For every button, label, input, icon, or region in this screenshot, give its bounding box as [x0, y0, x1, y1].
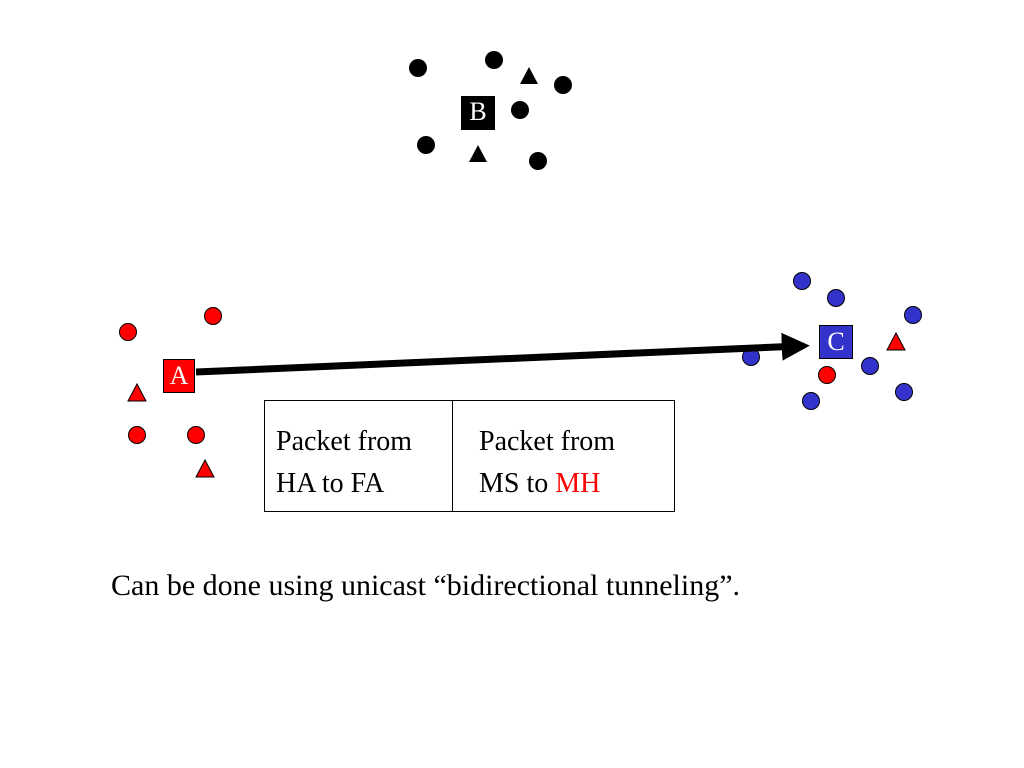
host-node: [417, 136, 435, 154]
host-node: [827, 289, 845, 307]
host-node: [485, 51, 503, 69]
visiting-host-node: [818, 366, 836, 384]
cluster-c: [742, 272, 922, 410]
cluster-a: [119, 307, 222, 478]
inner-packet-destination: MH: [555, 468, 601, 499]
host-node: [511, 101, 529, 119]
host-node: [529, 152, 547, 170]
caption-text: Can be done using unicast “bidirectional…: [111, 569, 741, 602]
host-node: [802, 392, 820, 410]
mobile-host-triangle: [195, 458, 215, 478]
host-node: [409, 59, 427, 77]
inner-packet-line1: Packet from: [479, 426, 616, 457]
node-c-label: C: [819, 325, 853, 359]
host-node: [861, 357, 879, 375]
mobile-host-triangle: [127, 382, 147, 402]
mobile-host-triangle: [520, 67, 538, 84]
host-node: [554, 76, 572, 94]
host-node: [204, 307, 222, 325]
host-node: [128, 426, 146, 444]
host-node: [187, 426, 205, 444]
tunnel-arrow: [195, 332, 810, 376]
outer-header-line1: Packet from: [276, 426, 413, 457]
outer-header-line2: HA to FA: [276, 468, 385, 499]
mobile-host-triangle: [469, 145, 487, 162]
outer-header: Packet from HA to FA: [265, 401, 453, 511]
host-node: [904, 306, 922, 324]
node-a-label: A: [163, 359, 195, 393]
host-node: [119, 323, 137, 341]
inner-packet-line2: MS to MH: [479, 463, 674, 505]
encapsulated-packet: Packet from HA to FA Packet from MS to M…: [264, 400, 675, 512]
host-node: [793, 272, 811, 290]
mobile-host-triangle: [886, 331, 906, 351]
inner-packet: Packet from MS to MH: [453, 401, 674, 511]
cluster-b: [409, 51, 572, 170]
inner-packet-prefix: MS to: [479, 468, 556, 499]
node-b-label: B: [461, 96, 495, 130]
host-node: [895, 383, 913, 401]
